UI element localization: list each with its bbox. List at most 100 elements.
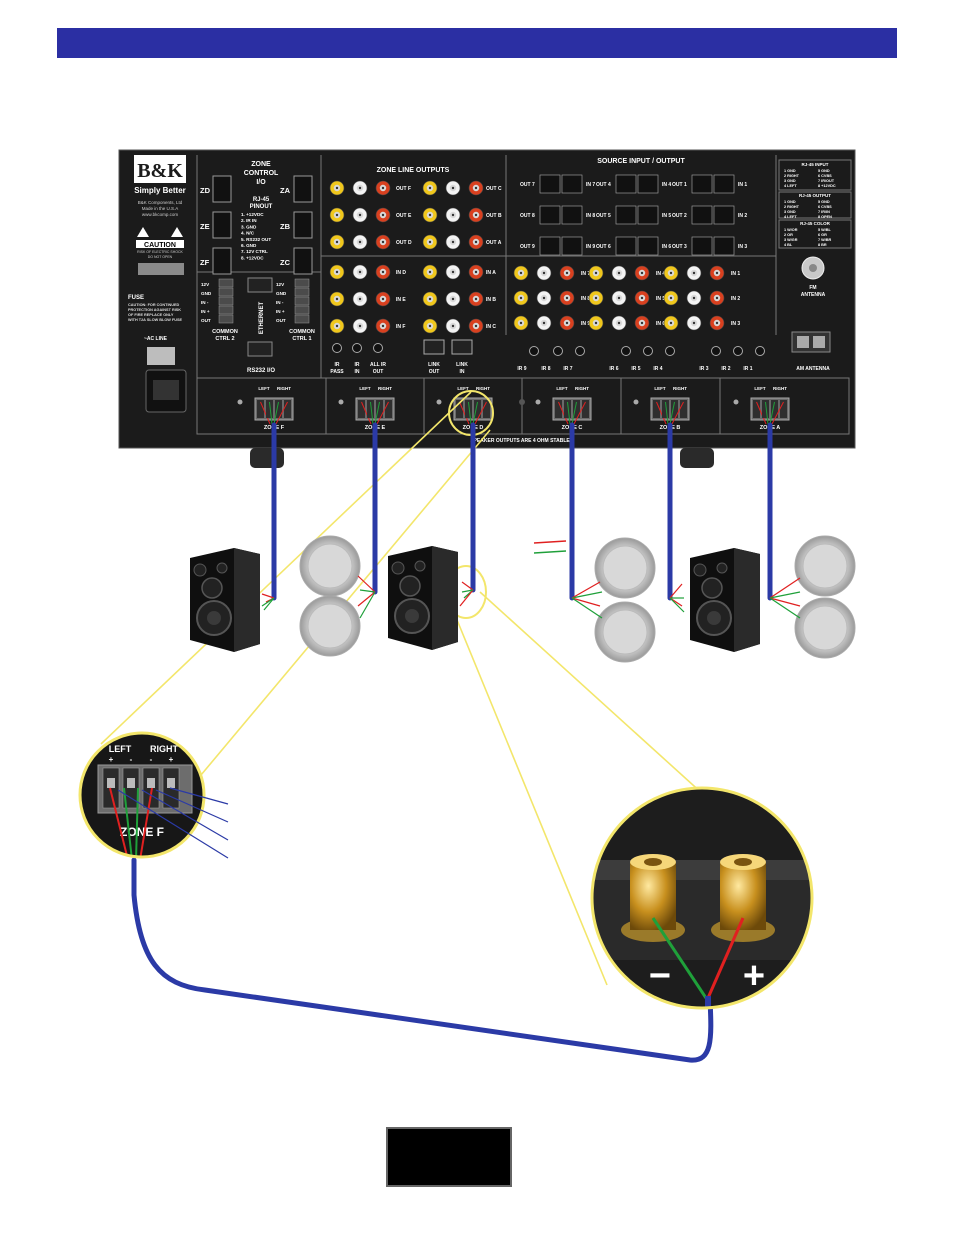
speaker-terminal-slot[interactable] [284,400,291,418]
rj45-port[interactable] [691,236,713,256]
speaker-terminal-block[interactable] [254,397,294,421]
speaker-terminal-slot[interactable] [385,400,392,418]
ethernet-label: ETHERNET [259,302,265,335]
rs232-port[interactable] [247,341,273,357]
speaker-terminal-slot[interactable] [662,400,669,418]
speaker-terminal-slot[interactable] [275,400,282,418]
speaker-terminal-slot[interactable] [376,400,383,418]
rj45-port[interactable] [539,174,561,194]
zone-control-port-za[interactable] [293,175,313,203]
zone-line-input-label: IN A [486,270,496,276]
speaker-terminal-slot[interactable] [564,400,571,418]
speaker-terminal-slot[interactable] [483,400,490,418]
rj45-port[interactable] [691,205,713,225]
fuse-text: OF FIRE REPLACE ONLY [128,313,174,317]
rj45-legend-line: 2 OR [784,233,793,237]
ctrl-1-terminal[interactable] [294,314,310,324]
speaker-terminal-slot[interactable] [456,400,463,418]
zone-control-port-zd[interactable] [212,175,232,203]
speaker-terminal-slot[interactable] [555,400,562,418]
speaker-terminal-slot[interactable] [582,400,589,418]
speaker-terminal-block[interactable] [355,397,395,421]
rj45-port[interactable] [637,205,659,225]
rj45-out-label: OUT 7 [520,182,535,188]
speaker-terminal-block[interactable] [552,397,592,421]
rj45-port[interactable] [691,174,713,194]
ir-jack[interactable] [373,343,383,353]
speaker-terminal-slot[interactable] [680,400,687,418]
speaker-terminal-block[interactable] [650,397,690,421]
rj45-port[interactable] [637,236,659,256]
ctrl-1-terminal[interactable] [294,305,310,315]
rj45-port[interactable] [637,174,659,194]
link-port[interactable] [423,339,445,355]
ctrl-2-terminal[interactable] [218,287,234,297]
rj45-port[interactable] [615,174,637,194]
ctrl-2-terminal[interactable] [218,305,234,315]
speaker-terminal-slot[interactable] [367,400,374,418]
speaker-terminal-slot[interactable] [762,400,769,418]
rj45-port[interactable] [615,236,637,256]
source-ir-jack[interactable] [643,346,653,356]
rj45-port[interactable] [561,205,583,225]
zone-line-output-label: OUT B [486,213,502,219]
rca-jack-pin [617,296,621,300]
speaker-terminal-slot[interactable] [573,400,580,418]
zoom-terminal-screw [147,778,155,788]
rj45-port[interactable] [713,236,735,256]
zone-control-port-zf[interactable] [212,247,232,275]
serial-sticker [138,263,184,275]
rj45-out-label: OUT 2 [672,213,687,219]
mount-screw [237,399,243,405]
ir-jack[interactable] [352,343,362,353]
rj45-port[interactable] [713,205,735,225]
zoom-terminal-screw [107,778,115,788]
rj45-port[interactable] [539,205,561,225]
rj45-port[interactable] [713,174,735,194]
speaker-terminal-slot[interactable] [257,400,264,418]
speaker-terminal-block[interactable] [750,397,790,421]
source-ir-jack[interactable] [529,346,539,356]
source-ir-jack[interactable] [711,346,721,356]
pinout-title: PINOUT [250,204,273,210]
speaker-terminal-slot[interactable] [780,400,787,418]
source-ir-jack[interactable] [553,346,563,356]
speaker-wire [273,401,279,425]
speaker-terminal-slot[interactable] [671,400,678,418]
speaker-terminal-slot[interactable] [358,400,365,418]
pinout-line: 1. +12VDC [241,212,264,217]
rj45-port[interactable] [561,236,583,256]
speaker-wire [269,401,273,425]
caution-sub: DO NOT OPEN [148,255,173,259]
speaker-terminal-slot[interactable] [266,400,273,418]
rj45-port[interactable] [539,236,561,256]
speaker-terminal-slot[interactable] [474,400,481,418]
zone-control-port-zc[interactable] [293,247,313,275]
ctrl-2-terminal[interactable] [218,278,234,288]
source-ir-jack[interactable] [621,346,631,356]
speaker-terminal-slot[interactable] [653,400,660,418]
zone-control-port-zb[interactable] [293,211,313,239]
rj45-port[interactable] [615,205,637,225]
ir-jack[interactable] [332,343,342,353]
ctrl-1-terminal[interactable] [294,287,310,297]
ctrl-2-terminal[interactable] [218,314,234,324]
speaker-terminal-slot[interactable] [771,400,778,418]
ctrl-2-terminal[interactable] [218,296,234,306]
rca-jack-pin [565,296,569,300]
source-ir-jack[interactable] [755,346,765,356]
ethernet-port[interactable] [247,277,273,293]
speaker-terminal-slot[interactable] [465,400,472,418]
ctrl-1-terminal[interactable] [294,278,310,288]
source-ir-jack[interactable] [575,346,585,356]
ctrl-1-terminal[interactable] [294,296,310,306]
zone-line-input-label: IN E [396,297,406,303]
zone-control-port-ze[interactable] [212,211,232,239]
rj45-port[interactable] [561,174,583,194]
speaker-wire [370,401,374,425]
source-ir-jack[interactable] [733,346,743,356]
speaker-terminal-slot[interactable] [753,400,760,418]
source-ir-jack[interactable] [665,346,675,356]
link-port[interactable] [451,339,473,355]
fuse-holder[interactable] [147,347,175,365]
